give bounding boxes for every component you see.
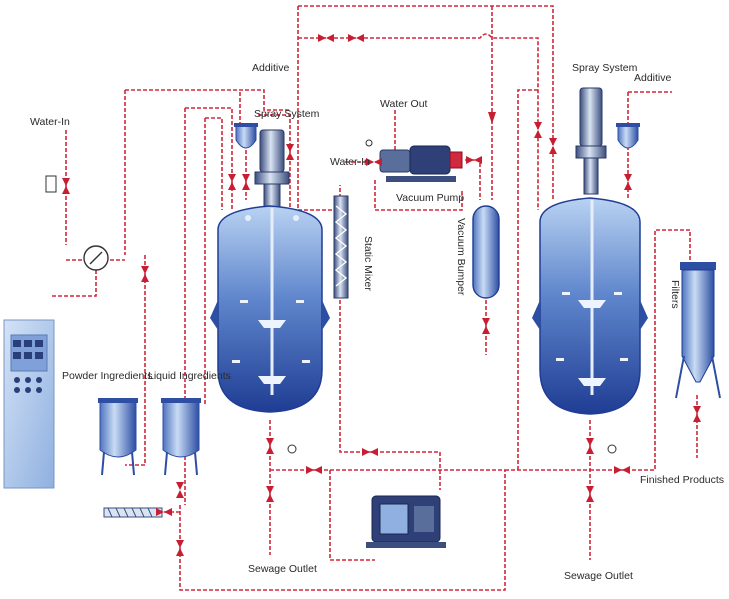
valve-20 xyxy=(614,466,630,474)
additive-cup-right xyxy=(616,123,640,149)
water-in-meter xyxy=(45,175,57,193)
label-static-mixer: Static Mixer xyxy=(362,236,374,291)
left-reactor xyxy=(210,129,330,413)
valve-21 xyxy=(534,122,542,138)
pipe-left-feed-d xyxy=(205,117,223,210)
valve-22 xyxy=(549,138,557,154)
pipe-left-feed-c xyxy=(185,107,233,210)
control-cabinet xyxy=(3,319,55,489)
pressure-gauge xyxy=(83,245,109,271)
right-reactor xyxy=(532,87,648,415)
sample-valve-left xyxy=(287,444,297,454)
valve-19 xyxy=(586,486,594,502)
pipe-top-header-1 xyxy=(298,5,554,200)
left-motor xyxy=(259,129,285,173)
valve-2 xyxy=(348,34,364,42)
label-spray-system-left: Spray System xyxy=(254,108,320,120)
pipe-gauge-down xyxy=(50,270,97,297)
label-water-in-center: Water-In xyxy=(330,156,370,168)
label-sewage-outlet-left: Sewage Outlet xyxy=(248,563,317,575)
valve-15 xyxy=(176,482,184,498)
vacuum-bumper-vessel xyxy=(472,205,500,299)
pipe-right-to-finished xyxy=(590,229,691,471)
pipe-left-feed-a xyxy=(125,89,290,111)
sample-valve-right xyxy=(607,444,617,454)
valve-23 xyxy=(624,174,632,190)
label-additive-left: Additive xyxy=(252,62,290,74)
static-mixer-unit xyxy=(333,195,349,299)
pipe-top-cross xyxy=(298,33,539,210)
label-sewage-outlet-right: Sewage Outlet xyxy=(564,570,633,582)
label-additive-right: Additive xyxy=(634,72,672,84)
label-powder-ingredients: Powder Ingredients xyxy=(62,370,153,382)
valve-12 xyxy=(266,486,274,502)
label-vacuum-bumper: Vacuum Bumper xyxy=(455,218,467,296)
screw-conveyor xyxy=(103,507,163,518)
label-finished-products: Finished Products xyxy=(640,474,725,486)
valve-4 xyxy=(141,266,149,282)
valve-6 xyxy=(286,144,294,160)
valve-5 xyxy=(228,174,236,190)
valve-18 xyxy=(586,438,594,454)
valve-24 xyxy=(693,406,701,422)
pipe-liquid-link xyxy=(125,255,146,466)
pipe-pump-return xyxy=(374,180,463,211)
pipe-right-return xyxy=(517,89,538,470)
label-water-in-left: Water-In xyxy=(30,116,70,128)
label-filters: Filters xyxy=(669,280,681,309)
pipe-spray-left xyxy=(258,114,291,210)
label-vacuum-pump: Vacuum Pump xyxy=(396,192,465,204)
valve-8 xyxy=(366,158,382,166)
right-motor xyxy=(579,87,603,147)
vacuum-pump-unit xyxy=(365,139,463,182)
label-water-out: Water Out xyxy=(380,98,428,110)
valve-11 xyxy=(266,438,274,454)
pipe-bottom-header xyxy=(179,470,506,591)
homogenizer-unit xyxy=(366,495,446,548)
pipe-homogenizer-link xyxy=(329,470,375,561)
valve-17 xyxy=(156,508,172,516)
additive-cup-left xyxy=(234,123,258,200)
valves xyxy=(62,34,701,556)
liquid-ingredients-tank xyxy=(161,398,201,476)
pipe-mixer-bottom xyxy=(339,300,441,490)
valve-3 xyxy=(62,178,70,194)
powder-ingredients-tank xyxy=(98,398,138,476)
valve-7 xyxy=(242,174,250,190)
valve-1 xyxy=(318,34,334,42)
valve-25 xyxy=(488,112,496,124)
valve-10 xyxy=(482,318,490,334)
label-liquid-ingredients: Liquid Ingredients xyxy=(148,370,231,382)
valve-9 xyxy=(466,156,482,164)
valve-13 xyxy=(306,466,322,474)
pipe-pump-to-bumper xyxy=(465,159,481,200)
filter-vessel xyxy=(675,262,721,399)
valve-16 xyxy=(176,540,184,556)
valve-14 xyxy=(362,448,378,456)
cabinet-buttons xyxy=(13,340,43,393)
label-spray-system-right: Spray System xyxy=(572,62,638,74)
